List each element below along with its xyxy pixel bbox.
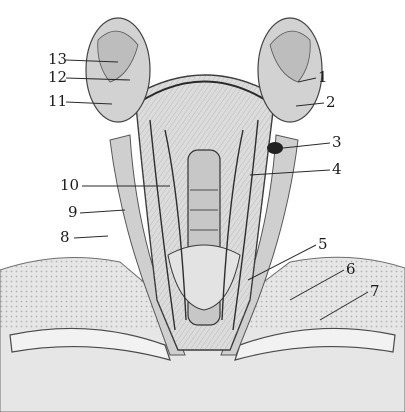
callout-12: 12	[48, 70, 67, 85]
callout-5: 5	[318, 237, 328, 252]
callout-9: 9	[68, 205, 78, 220]
callout-8: 8	[60, 230, 70, 245]
callout-1: 1	[318, 70, 328, 85]
callout-7: 7	[370, 284, 380, 299]
callout-6: 6	[346, 262, 356, 277]
callout-4: 4	[332, 162, 342, 177]
callout-11: 11	[48, 94, 67, 109]
callout-2: 2	[326, 95, 336, 110]
callout-13: 13	[48, 52, 67, 67]
node-3	[267, 142, 283, 154]
callout-3: 3	[332, 135, 342, 150]
callout-10: 10	[60, 178, 79, 193]
